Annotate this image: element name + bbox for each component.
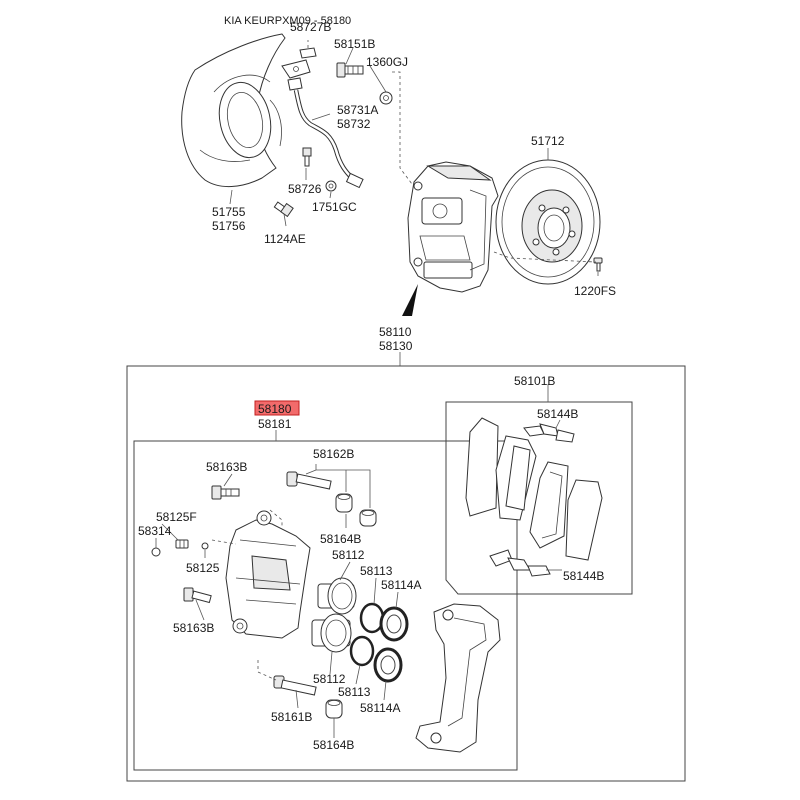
pin-boot-lower	[325, 699, 343, 719]
label-58162b: 58162B	[313, 447, 354, 461]
label-58144b-top: 58144B	[537, 407, 578, 421]
label-1751gc: 1751GC	[312, 200, 357, 214]
label-51755: 51755	[212, 205, 246, 219]
screw-1220fs	[593, 257, 603, 272]
label-1220fs: 1220FS	[574, 284, 616, 298]
label-58164b-bottom: 58164B	[313, 738, 354, 752]
caliper-kit-box	[126, 365, 686, 782]
caliper-housing	[225, 510, 311, 639]
diagram-header: KIA KEURPXM09 - 58180	[224, 15, 351, 27]
label-58113-bottom: 58113	[338, 685, 371, 699]
guide-pin-58161b	[273, 675, 317, 696]
dust-shield	[181, 33, 286, 187]
label-58731a: 58731A	[337, 103, 378, 117]
label-58114a-bottom: 58114A	[360, 701, 400, 715]
brake-hose	[287, 77, 364, 189]
caliper-carrier	[415, 603, 501, 753]
label-58314: 58314	[138, 524, 172, 538]
label-58114a-top: 58114A	[381, 578, 421, 592]
label-1360gj: 1360GJ	[366, 55, 408, 69]
piston-boots	[373, 606, 409, 683]
brake-pads	[465, 417, 603, 561]
assembly-arrow	[402, 284, 418, 316]
label-58144b-bottom: 58144B	[563, 569, 604, 583]
washer-1360gj	[379, 91, 393, 105]
label-58726: 58726	[288, 182, 322, 196]
piston-lower	[311, 613, 352, 653]
label-58181: 58181	[258, 417, 292, 431]
label-58112-top: 58112	[332, 548, 365, 562]
pin-boot-upper	[335, 493, 377, 527]
label-58163b-bottom: 58163B	[173, 621, 214, 635]
top-leader-lines	[229, 47, 599, 366]
label-58130: 58130	[379, 339, 413, 353]
highlight-58180	[254, 400, 300, 416]
pad-kit-box	[445, 401, 633, 595]
label-51756: 51756	[212, 219, 246, 233]
label-58125f: 58125F	[156, 510, 197, 524]
caliper-inner-box	[133, 440, 518, 771]
label-58101b: 58101B	[514, 374, 555, 388]
bolt-58151b	[336, 62, 364, 78]
piston-upper	[317, 577, 357, 615]
label-58180: 58180	[258, 402, 292, 416]
label-58113-top: 58113	[360, 564, 393, 578]
label-58110: 58110	[379, 325, 412, 339]
label-58164b-top: 58164B	[320, 532, 361, 546]
label-51712: 51712	[531, 134, 565, 148]
guide-bolt-upper	[211, 485, 240, 500]
guide-pin-58162b	[286, 471, 332, 490]
guide-bolt-lower	[183, 587, 212, 604]
washer-1751gc	[325, 180, 337, 192]
bleeder-58726	[302, 147, 312, 167]
bleeder-parts	[151, 539, 209, 557]
brake-disc	[495, 159, 601, 285]
label-58163b-top: 58163B	[206, 460, 247, 474]
caliper-assembly	[407, 161, 499, 293]
label-58125: 58125	[186, 561, 220, 575]
label-58161b: 58161B	[271, 710, 312, 724]
hose-bracket	[281, 40, 317, 79]
pad-shims-top	[523, 423, 575, 443]
label-58151b: 58151B	[334, 37, 375, 51]
label-58732: 58732	[337, 117, 371, 131]
lower-leader-lines	[155, 384, 562, 738]
callout-labels: 58727B KIA KEURPXM09 - 58180 58151B 1360…	[138, 15, 616, 752]
label-58727b: 58727B	[290, 20, 331, 34]
label-1124ae: 1124AE	[264, 232, 306, 246]
label-58112-bottom: 58112	[313, 672, 346, 686]
pad-shims-bottom	[489, 549, 551, 577]
